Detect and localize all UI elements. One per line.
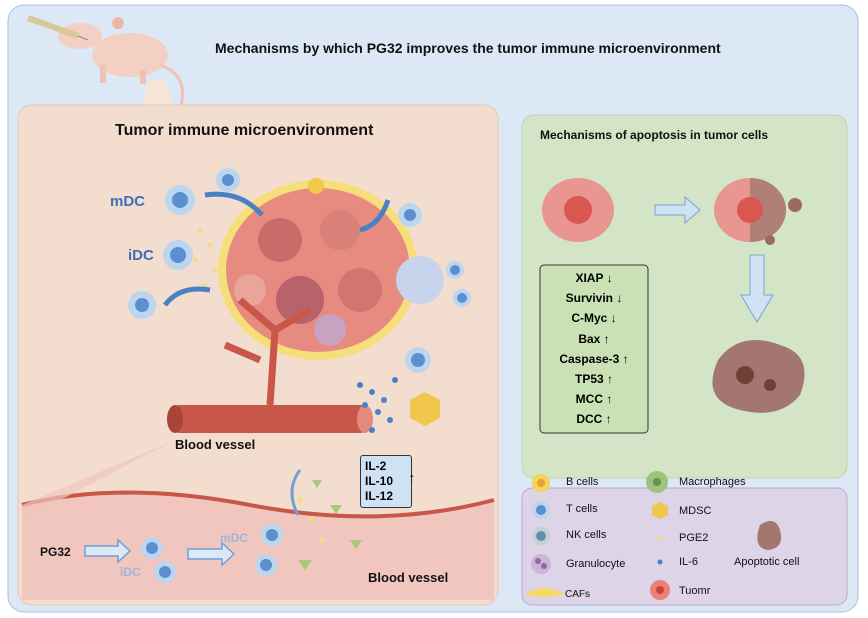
cytokine-box: IL-2 IL-10 IL-12 [360, 455, 412, 508]
apoptotic-cell-icon [712, 340, 805, 413]
il6-dots [357, 377, 398, 433]
legend-label: Tuomr [679, 585, 711, 597]
increase-arrow: ↑ [408, 470, 416, 487]
legend-label: CAFs [565, 589, 590, 600]
marker-item: TP53 ↑ [574, 372, 613, 387]
marker-item: DCC ↑ [576, 412, 612, 427]
flow-arrows [84, 538, 236, 567]
legend-label: MDSC [679, 505, 712, 517]
marker-item: C-Myc ↓ [571, 311, 617, 326]
granulocyte-icon [531, 554, 551, 574]
idc-lower-label: iDC [120, 565, 141, 579]
apoptotic-cell-icon [757, 521, 782, 550]
tumor-cell-icon [542, 178, 614, 242]
legend-label: Macrophages [679, 476, 746, 488]
marker-list: XIAP ↓ Survivin ↓ C-Myc ↓ Bax ↑ Caspase-… [540, 268, 648, 430]
dying-cell-icon [714, 178, 802, 245]
tumor-panel-title: Tumor immune microenvironment [115, 122, 374, 139]
marker-item: XIAP ↓ [575, 271, 613, 285]
legend-icons [525, 471, 782, 600]
pge2-dot-icon [657, 535, 663, 541]
legend-label: IL-6 [679, 556, 698, 568]
il6-dot-icon [657, 559, 663, 565]
marker-item: Survivin ↓ [565, 291, 623, 306]
legend-label: NK cells [566, 529, 607, 541]
arrow-right-icon [654, 195, 701, 225]
arrow-up-icon [290, 469, 302, 516]
marker-item: Bax ↑ [578, 331, 610, 346]
arrow-icon [163, 286, 211, 307]
syringe-icon [26, 15, 89, 41]
legend-label: Granulocyte [566, 558, 626, 570]
cytokine-label: IL-12 [365, 489, 394, 503]
cytokine-label: IL-2 [365, 459, 387, 473]
cytokine-triangles [298, 480, 362, 570]
arrow-icon [359, 199, 391, 233]
mouse-icon [58, 17, 184, 111]
projection-beam [140, 80, 175, 110]
legend-panel [521, 487, 848, 606]
mdc-lower-label: mDC [220, 531, 249, 545]
blood-vessel-label: Blood vessel [368, 570, 449, 585]
legend-label: B cells [566, 476, 599, 488]
marker-item: Caspase-3 ↑ [559, 351, 629, 366]
cytokine-label: IL-10 [365, 474, 394, 488]
immune-cells [128, 168, 471, 583]
pg32-label: PG32 [40, 545, 71, 559]
legend-label: PGE2 [679, 532, 709, 544]
arrows [163, 191, 391, 307]
blood-vessel-icon [167, 297, 373, 433]
main-title: Mechanisms by which PG32 improves the tu… [215, 40, 721, 56]
legend-label: Apoptotic cell [734, 556, 800, 568]
legend-label: T cells [566, 503, 598, 515]
arrow-down-icon [740, 254, 774, 323]
caf-icon [525, 588, 565, 597]
apoptosis-panel-title: Mechanisms of apoptosis in tumor cells [540, 128, 769, 142]
mdc-label: mDC [110, 193, 146, 210]
blood-vessel-label: Blood vessel [175, 437, 256, 452]
blood-vessel-wall [22, 492, 494, 600]
marker-item: MCC ↑ [575, 392, 613, 407]
arrow-icon [204, 191, 264, 217]
idc-label: iDC [128, 247, 154, 264]
pge2-dots [192, 227, 325, 543]
mdsc-icon [652, 502, 668, 519]
markers-box [539, 264, 649, 434]
